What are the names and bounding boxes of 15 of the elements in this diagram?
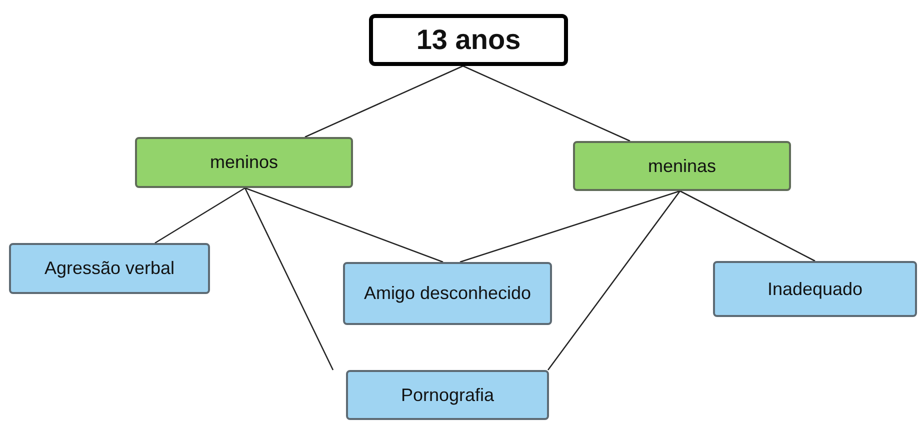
connector-line <box>680 190 816 262</box>
group-box: meninas <box>573 141 791 191</box>
group-box: meninos <box>135 137 353 188</box>
connector-line <box>244 188 334 370</box>
topic-box: Inadequado <box>713 261 917 317</box>
connector-line <box>460 190 680 263</box>
title-box: 13 anos <box>369 14 568 66</box>
topic-box: Amigo desconhecido <box>343 262 552 325</box>
connector-line <box>154 187 246 244</box>
topic-box: Pornografia <box>346 370 549 420</box>
connector-line <box>462 65 630 142</box>
connector-line <box>304 65 464 138</box>
connector-line <box>547 190 681 370</box>
topic-box: Agressão verbal <box>9 243 210 294</box>
connector-line <box>244 187 444 263</box>
